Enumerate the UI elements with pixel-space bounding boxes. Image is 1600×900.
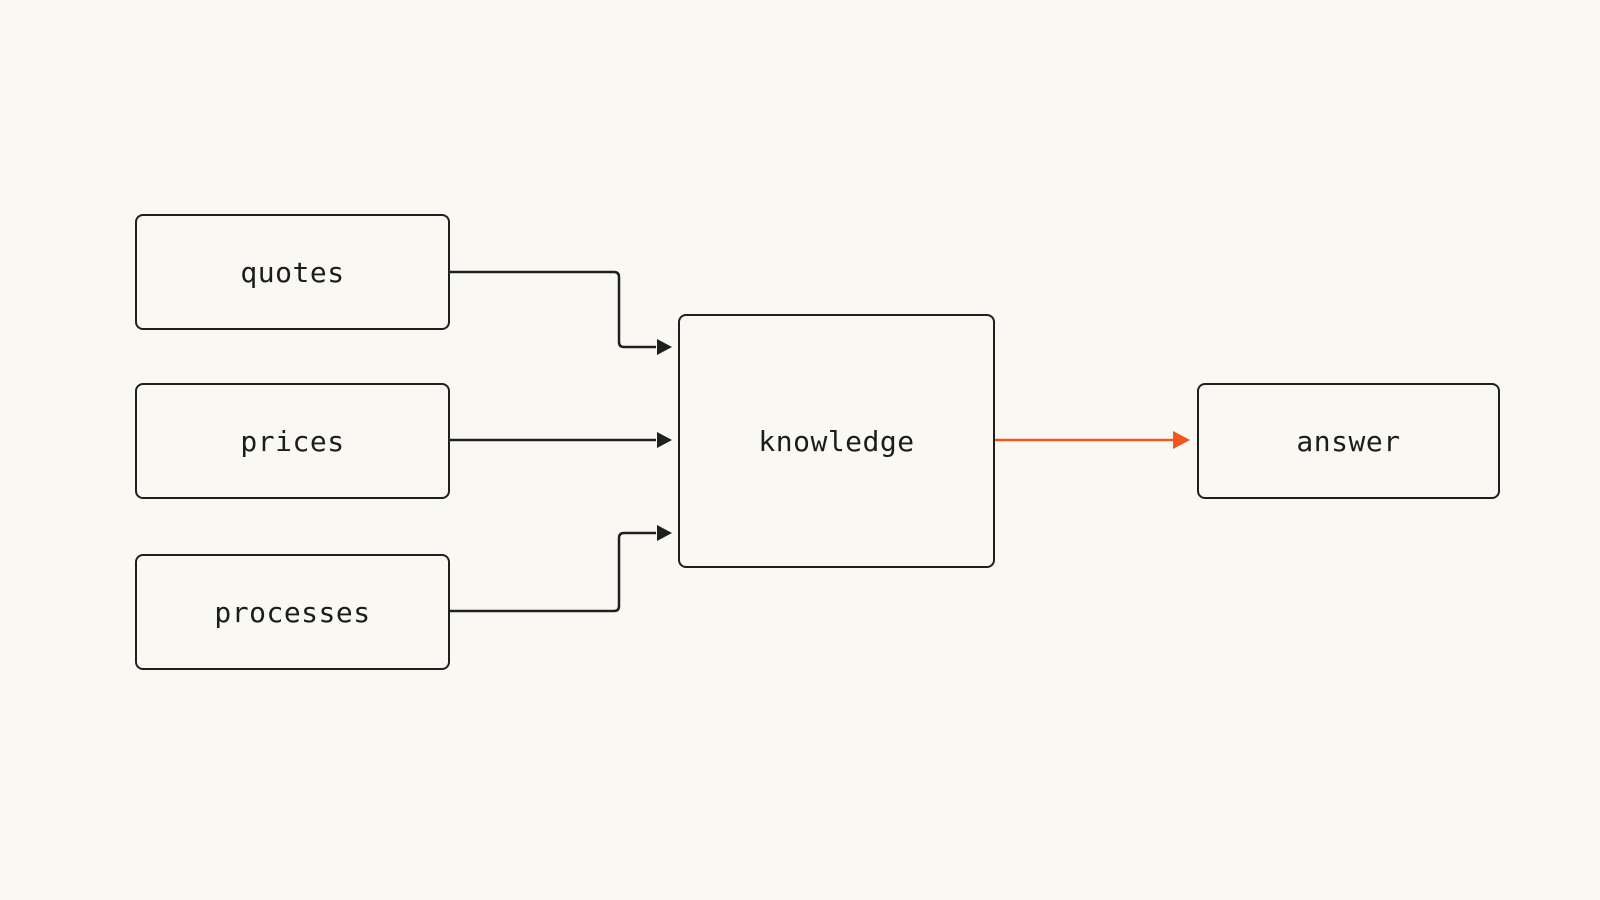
arrowhead-answer xyxy=(1173,431,1190,449)
node-answer: answer xyxy=(1197,383,1500,499)
node-label-prices: prices xyxy=(240,424,345,458)
arrowhead-prices xyxy=(657,432,672,448)
node-label-knowledge: knowledge xyxy=(758,424,915,458)
node-label-answer: answer xyxy=(1296,424,1401,458)
node-prices: prices xyxy=(135,383,450,499)
node-processes: processes xyxy=(135,554,450,670)
node-quotes: quotes xyxy=(135,214,450,330)
node-label-quotes: quotes xyxy=(240,255,345,289)
node-label-processes: processes xyxy=(214,595,371,629)
node-knowledge: knowledge xyxy=(678,314,995,568)
arrowhead-quotes xyxy=(657,339,672,355)
arrowhead-processes xyxy=(657,525,672,541)
edge-quotes-knowledge xyxy=(450,270,656,349)
edge-processes-knowledge xyxy=(450,531,656,613)
